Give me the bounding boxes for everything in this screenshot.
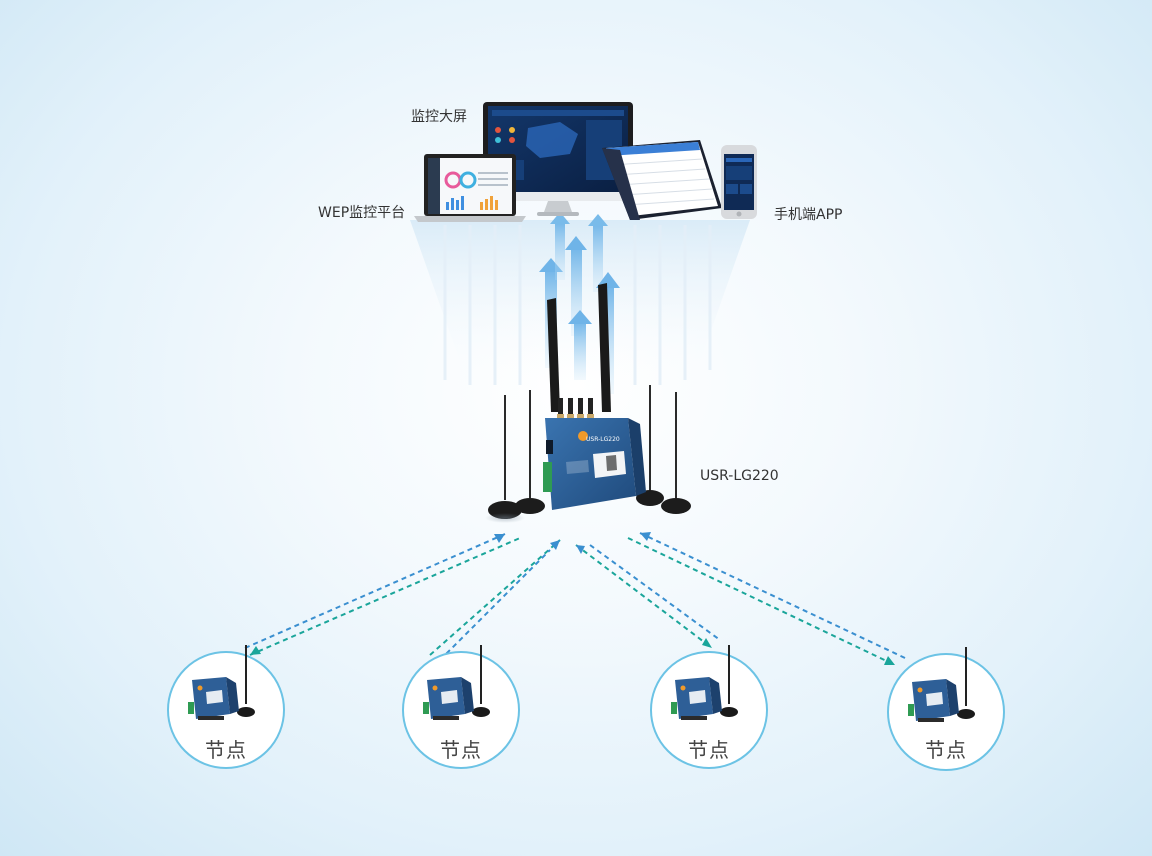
node-label: 节点 (440, 738, 482, 762)
mobile-app-label: 手机端APP (774, 207, 843, 223)
web-platform-label: WEP监控平台 (318, 205, 406, 221)
laptop-icon (414, 154, 526, 222)
device-model-text: USR-LG220 (586, 436, 620, 443)
tablet-dashboard-icon (602, 140, 722, 220)
up-arrow (588, 214, 608, 292)
lora-gateway-device: USR-LG220 (485, 283, 691, 523)
node-label: 节点 (688, 738, 730, 762)
wireless-link (575, 544, 721, 649)
wireless-link (429, 539, 561, 661)
smartphone-icon (721, 145, 757, 219)
dtu-node-device (423, 645, 490, 720)
monitor-screen-label: 监控大屏 (411, 109, 467, 125)
wireless-link (244, 533, 521, 656)
gateway-label: USR-LG220 (700, 468, 779, 484)
up-arrow (550, 212, 570, 280)
wireless-links (244, 532, 906, 666)
nodes (167, 645, 1005, 771)
node-label: 节点 (925, 738, 967, 762)
up-arrow (565, 236, 587, 336)
node-label: 节点 (205, 738, 247, 762)
node-circle (650, 645, 768, 769)
up-arrow (568, 310, 592, 380)
node-circle (887, 647, 1005, 771)
node-circle (167, 645, 285, 769)
dtu-node-device (671, 645, 738, 720)
dtu-node-device (908, 647, 975, 722)
dtu-node-device (188, 645, 255, 720)
node-circle (402, 645, 520, 769)
wireless-link (627, 532, 906, 666)
